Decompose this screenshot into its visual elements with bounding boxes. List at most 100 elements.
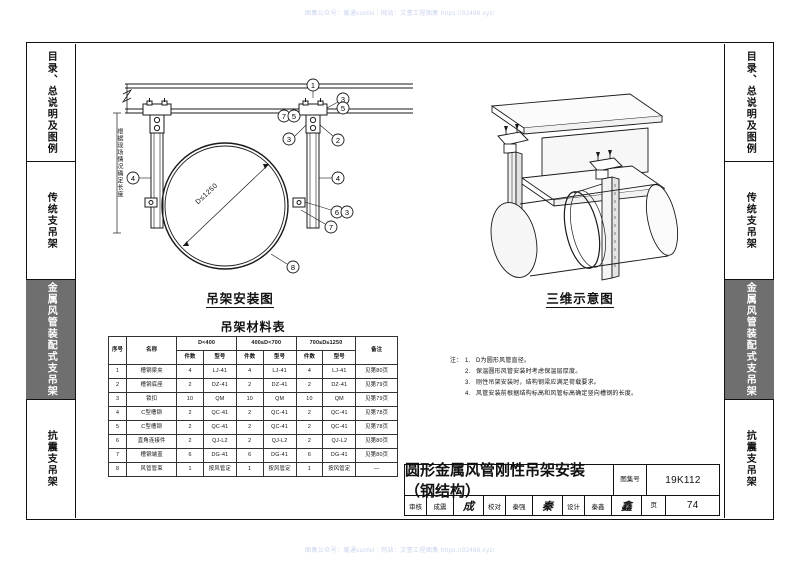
cell-mod3: QC-41 — [322, 420, 357, 435]
note-text: 刚性吊架安装时，结构钢梁应满足荷载要求。 — [476, 380, 601, 386]
cell-qty3: 4 — [295, 364, 324, 379]
svg-text:6: 6 — [335, 208, 339, 217]
side-tab-left-2[interactable]: 金属风管装配式支吊架 — [26, 280, 75, 400]
note-number: 3. — [465, 380, 471, 386]
svg-text:3: 3 — [287, 135, 291, 144]
cell-remark: — — [355, 462, 398, 477]
th-group-1: D<400 — [176, 336, 237, 351]
cell-mod1: QC-41 — [202, 406, 237, 421]
svg-text:5: 5 — [292, 112, 296, 121]
cell-mod3: DZ-41 — [322, 378, 357, 393]
cell-mod1: QJ-L2 — [202, 434, 237, 449]
cell-mod3: 按风管定 — [322, 462, 357, 477]
cell-mod2: DG-41 — [262, 448, 297, 463]
signature-role-2: 设计 — [563, 496, 585, 515]
cell-remark: 见第80页 — [355, 434, 398, 449]
signature-mark-1: 秦 — [533, 496, 563, 515]
side-tab-label: 传统支吊架 — [744, 191, 756, 250]
cell-no: 1 — [107, 364, 128, 379]
cell-qty2: 2 — [235, 378, 264, 393]
th-remark: 备注 — [355, 336, 398, 365]
svg-text:4: 4 — [336, 174, 340, 183]
note-number: 1. — [465, 358, 471, 364]
atlas-number-label: 图集号 — [614, 465, 647, 495]
note-text: 风管安装前根据结构标高和风管标高确定竖向槽钢的长度。 — [476, 391, 638, 397]
cell-mod2: QC-41 — [262, 420, 297, 435]
cell-qty1: 4 — [176, 364, 204, 379]
svg-text:2: 2 — [336, 136, 340, 145]
cell-qty2: 10 — [235, 392, 264, 407]
cell-qty1: 2 — [176, 378, 204, 393]
cell-mod1: QM — [202, 392, 237, 407]
signature-mark-0: 成 — [454, 496, 484, 515]
drawing-name: 圆形金属风管刚性吊架安装（钢结构） — [405, 462, 614, 500]
cell-qty3: 10 — [295, 392, 324, 407]
cell-qty2: 6 — [235, 448, 264, 463]
th-qty-3: 件数 — [295, 350, 324, 365]
right-tab-column: 目录、总说明及图例传统支吊架金属风管装配式支吊架抗震支吊架 — [725, 44, 774, 518]
title-block: 圆形金属风管刚性吊架安装（钢结构） 图集号 19K112 审核成震成校对秦强秦设… — [404, 462, 720, 516]
svg-text:4: 4 — [131, 174, 135, 183]
notes-block: 注：1.D为圆形风管直径。2.保温圆形风管安装时考虑保温层厚度。3.刚性吊架安装… — [450, 356, 700, 400]
cell-mod1: QC-41 — [202, 420, 237, 435]
cell-qty3: 2 — [295, 420, 324, 435]
side-tab-label: 金属风管装配式支吊架 — [744, 282, 756, 397]
watermark-bottom: 图集公众号：暖通sunfei｜网站：文董工程图集 https://32486.x… — [305, 548, 495, 554]
left-drawing-caption: 吊架安装图 — [206, 292, 274, 308]
notes-lead: 注： — [450, 358, 463, 364]
note-number: 2. — [465, 369, 471, 375]
note-number: 4. — [465, 391, 471, 397]
notes-lead — [450, 389, 465, 400]
side-tab-left-0[interactable]: 目录、总说明及图例 — [26, 44, 75, 162]
th-name: 名称 — [126, 336, 178, 365]
cell-no: 3 — [107, 392, 128, 407]
cell-no: 5 — [107, 420, 128, 435]
cell-qty3: 2 — [295, 406, 324, 421]
signature-person-1: 秦强 — [506, 496, 533, 515]
cell-qty2: 1 — [235, 462, 264, 477]
cell-qty3: 2 — [295, 434, 324, 449]
material-table: 序号 名称 D<400 400≤D<700 700≤D≤1250 备注 件数 型… — [107, 336, 398, 477]
cell-qty1: 6 — [176, 448, 204, 463]
cell-remark: 见第80页 — [355, 448, 398, 463]
cell-name: 直角连接件 — [126, 434, 178, 449]
cell-mod2: LJ-41 — [262, 364, 297, 379]
page-number-label: 页 — [642, 496, 667, 515]
signature-person-2: 秦鑫 — [585, 496, 612, 515]
cell-mod1: DG-41 — [202, 448, 237, 463]
cell-remark: 见第78页 — [355, 406, 398, 421]
side-tab-right-1[interactable]: 传统支吊架 — [725, 162, 774, 280]
th-qty-1: 件数 — [176, 350, 204, 365]
signature-mark-2: 鑫 — [621, 500, 632, 513]
left-tab-column: 目录、总说明及图例传统支吊架金属风管装配式支吊架抗震支吊架 — [26, 44, 75, 518]
cell-remark: 见第79页 — [355, 378, 398, 393]
cell-name: 槽钢端盖 — [126, 448, 178, 463]
side-tab-right-3[interactable]: 抗震支吊架 — [725, 400, 774, 518]
cell-remark: 见第80页 — [355, 364, 398, 379]
th-model-3: 型号 — [322, 350, 357, 365]
side-tab-right-0[interactable]: 目录、总说明及图例 — [725, 44, 774, 162]
cell-mod1: DZ-41 — [202, 378, 237, 393]
cell-mod3: QJ-L2 — [322, 434, 357, 449]
cell-no: 4 — [107, 406, 128, 421]
cell-remark: 见第78页 — [355, 420, 398, 435]
side-tab-label: 抗震支吊架 — [744, 430, 756, 488]
cell-qty2: 2 — [235, 434, 264, 449]
cell-name: C型槽钢 — [126, 406, 178, 421]
th-group-3: 700≤D≤1250 — [295, 336, 357, 351]
cell-qty1: 2 — [176, 406, 204, 421]
svg-text:1: 1 — [311, 81, 315, 90]
side-tab-left-3[interactable]: 抗震支吊架 — [26, 400, 75, 518]
material-table-title: 吊架材料表 — [220, 320, 286, 334]
side-tab-label: 抗震支吊架 — [45, 430, 57, 488]
signature-row: 审核成震成校对秦强秦设计秦鑫鑫 — [405, 496, 642, 515]
cell-name: 风管管束 — [126, 462, 178, 477]
cell-qty2: 4 — [235, 364, 264, 379]
side-tab-left-1[interactable]: 传统支吊架 — [26, 162, 75, 280]
side-tab-right-2[interactable]: 金属风管装配式支吊架 — [725, 280, 774, 400]
th-qty-2: 件数 — [235, 350, 264, 365]
cell-qty2: 2 — [235, 406, 264, 421]
